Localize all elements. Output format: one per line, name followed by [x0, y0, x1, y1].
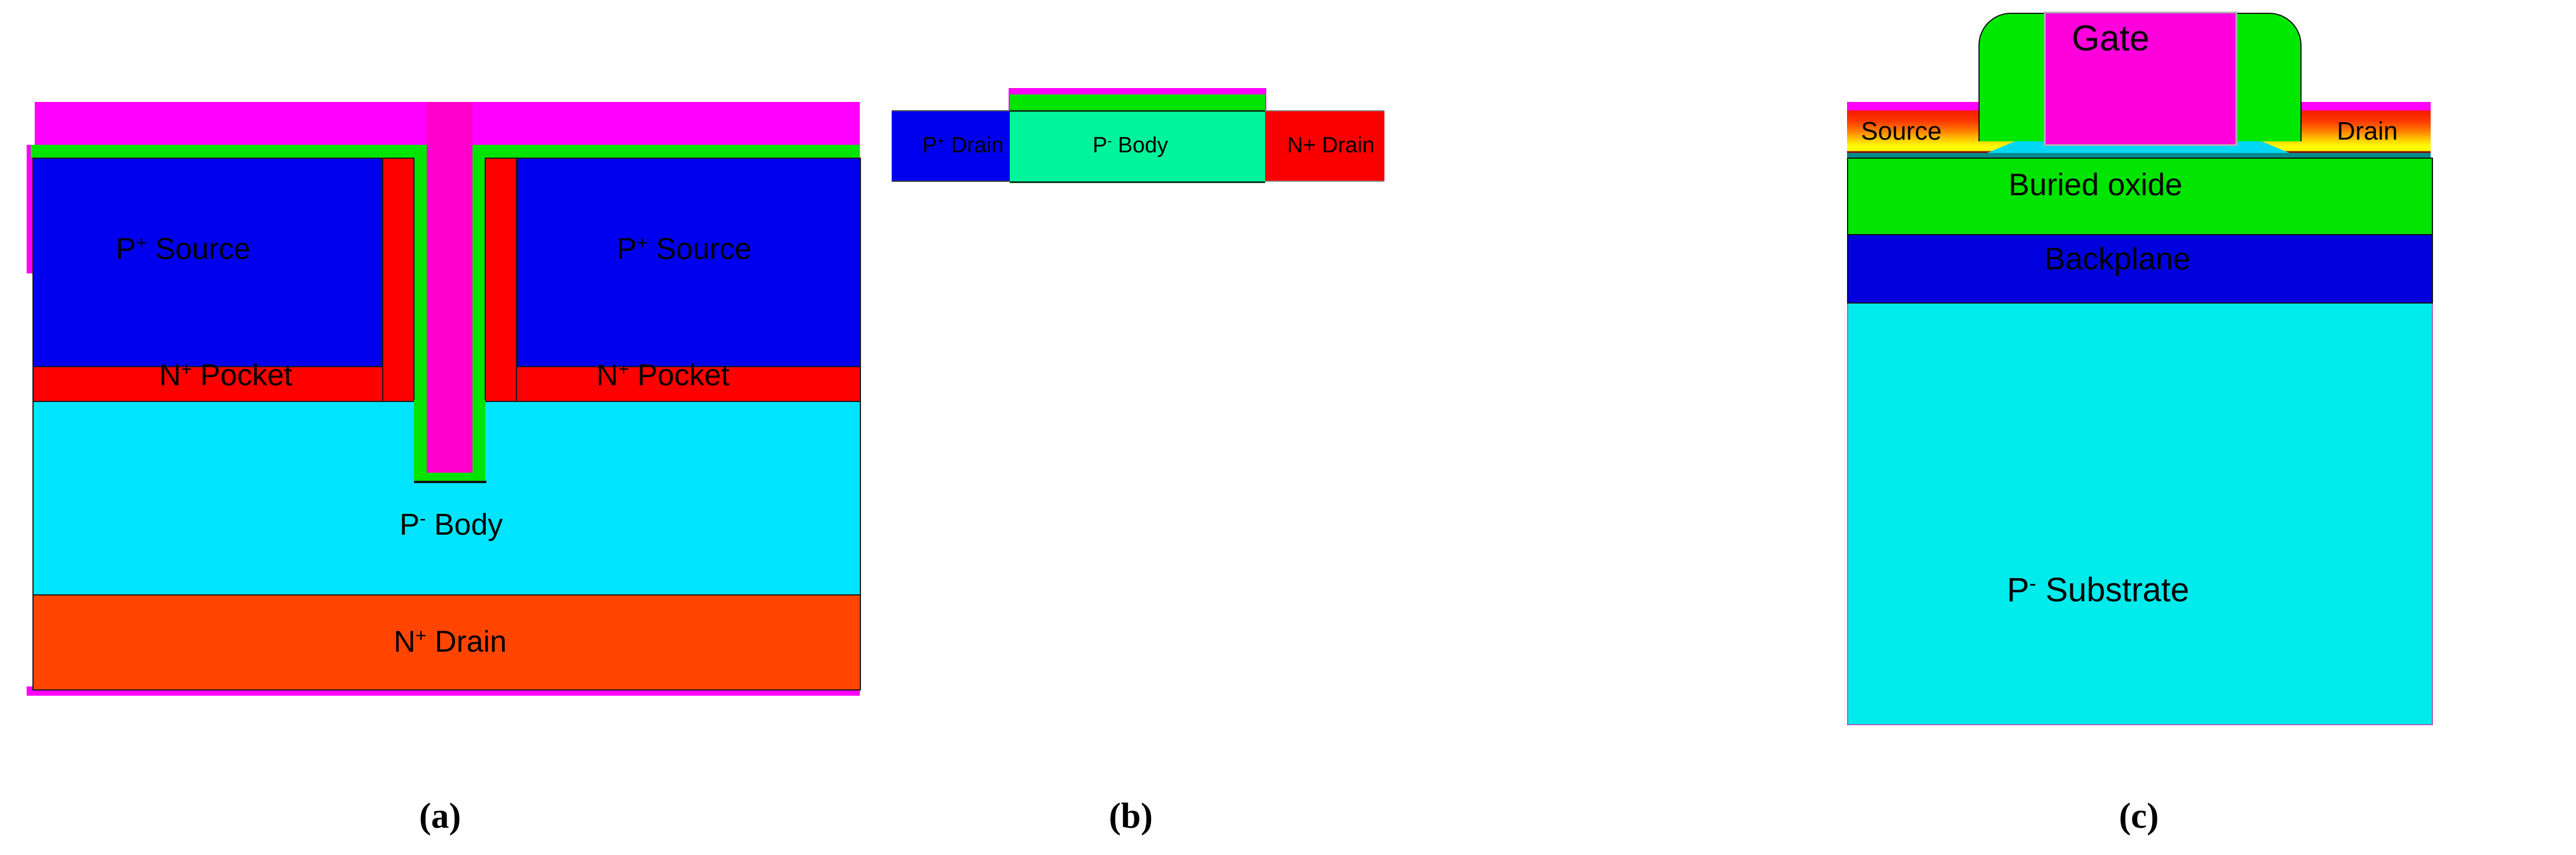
panel-a-pocket-left [32, 366, 415, 402]
panel-a-pocket-arm-right [485, 158, 517, 402]
panel-a-source-right [517, 158, 861, 367]
panel-c: Gate Source Drain Buried oxide Backplane… [1717, 0, 2576, 855]
panel-a-gate-electrode-lower [427, 400, 472, 473]
panel-a-pocket-right [485, 366, 861, 402]
panel-c-substrate [1847, 300, 2433, 725]
panel-b-gate-oxide-top [1010, 94, 1265, 111]
panel-b-caption: (b) [1109, 796, 1153, 836]
panel-b-p-plus-drain [892, 110, 1019, 182]
panel-a-trench-oxide-right-lower [472, 400, 485, 482]
panel-a-trench-oxide-bottom-lower [414, 470, 485, 482]
panel-a: P+ Source P+ Source N+ Pocket N+ Pocket … [0, 0, 861, 855]
panel-c-backplane [1847, 232, 2433, 304]
panel-a-trench-oxide-left-lower [414, 400, 427, 482]
panel-a-drain [32, 594, 861, 690]
panel-c-caption: (c) [2119, 796, 2159, 836]
panel-b-n-plus-drain [1256, 110, 1384, 182]
panel-a-gate-oxide-left [31, 145, 414, 158]
panel-a-gate-oxide-right [485, 145, 860, 158]
panel-a-source-left [32, 158, 382, 367]
panel-a-pocket-arm-left [382, 158, 415, 402]
panel-c-buried-oxide [1847, 158, 2433, 235]
panel-a-caption: (a) [419, 796, 461, 836]
panel-a-trench-bottom-outline [414, 481, 486, 483]
panel-c-box-interface-line [1847, 152, 2431, 158]
panel-a-trench-oxide-right [472, 145, 485, 482]
panel-a-trench-oxide-left [414, 145, 427, 482]
panel-c-spacer-left [1978, 13, 2047, 141]
panel-c-spacer-right [2233, 13, 2302, 141]
panel-c-gate-electrode [2044, 12, 2237, 146]
panel-b-gate-top [1010, 88, 1265, 96]
panel-b-p-minus-body [1010, 110, 1265, 183]
panel-b: P+ Drain P- Body N+ Drain (b) [859, 0, 1717, 855]
